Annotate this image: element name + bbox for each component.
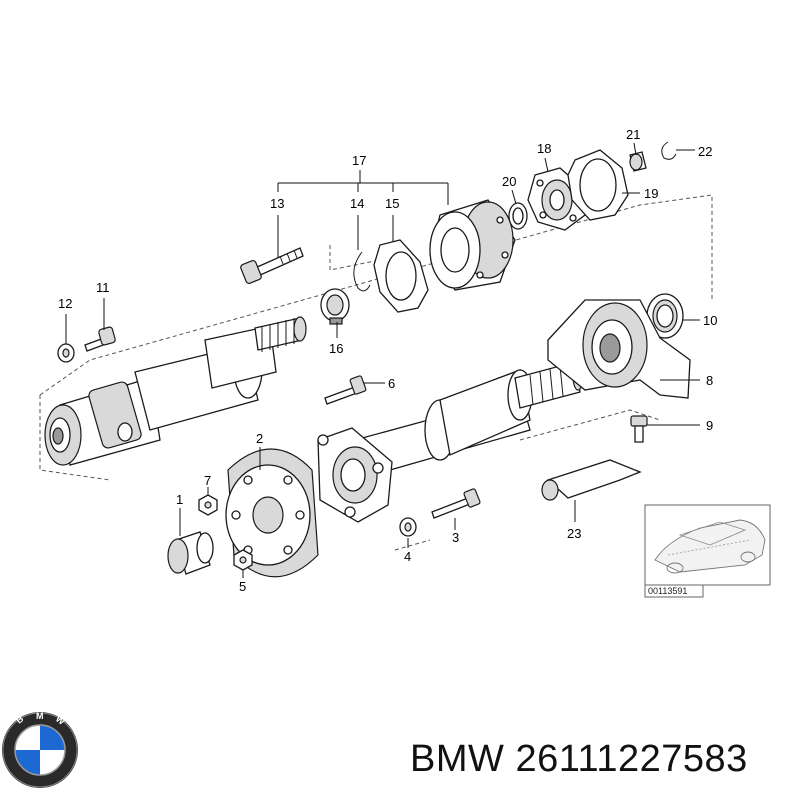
bolt-11 xyxy=(84,326,116,352)
callout-6: 6 xyxy=(388,376,395,391)
callout-4: 4 xyxy=(404,549,411,564)
bolt-6 xyxy=(324,375,367,405)
bmw-logo: B M W xyxy=(2,711,78,788)
washer-12 xyxy=(57,343,75,363)
vehicle-inset: 00113591 xyxy=(644,504,771,598)
flex-disc xyxy=(225,448,319,578)
circlip-14 xyxy=(353,251,371,292)
seal-10 xyxy=(646,293,684,339)
grease-tube-23 xyxy=(541,459,642,501)
brand-name: BMW xyxy=(410,738,505,780)
callout-17: 17 xyxy=(352,153,366,168)
svg-text:M: M xyxy=(36,711,44,721)
callout-22: 22 xyxy=(698,144,712,159)
callout-12: 12 xyxy=(58,296,72,311)
callout-labels: 1 2 3 4 5 6 7 8 9 10 11 12 13 14 15 16 1… xyxy=(58,127,717,594)
callout-14: 14 xyxy=(350,196,364,211)
callout-9: 9 xyxy=(706,418,713,433)
part-number: 26111227583 xyxy=(515,738,748,780)
callout-5: 5 xyxy=(239,579,246,594)
callout-21: 21 xyxy=(626,127,640,142)
front-shaft-section xyxy=(44,316,307,466)
centering-sleeve xyxy=(167,531,214,575)
callout-13: 13 xyxy=(270,196,284,211)
callout-7: 7 xyxy=(204,473,211,488)
svg-text:B: B xyxy=(14,713,26,725)
callout-8: 8 xyxy=(706,373,713,388)
bushing-21 xyxy=(629,151,647,172)
callout-11: 11 xyxy=(96,280,110,295)
bolt-9 xyxy=(630,415,648,443)
washer-4 xyxy=(399,517,417,537)
callout-3: 3 xyxy=(452,530,459,545)
callout-2: 2 xyxy=(256,431,263,446)
callout-18: 18 xyxy=(537,141,551,156)
gasket-19 xyxy=(567,149,629,221)
callout-19: 19 xyxy=(644,186,658,201)
seal-ring-20 xyxy=(508,202,528,230)
callout-20: 20 xyxy=(502,174,516,189)
rear-flange xyxy=(317,427,393,523)
clamp-16 xyxy=(320,288,350,325)
inset-reference-code: 00113591 xyxy=(648,586,687,596)
rear-shaft-section xyxy=(354,361,584,479)
spring-ring-15 xyxy=(373,239,429,313)
nut-5 xyxy=(233,549,253,571)
part-caption: BMW 26111227583 xyxy=(410,738,748,781)
assembly-envelope xyxy=(39,194,713,551)
callout-16: 16 xyxy=(329,341,343,356)
center-bearing-8 xyxy=(547,299,691,399)
bolt-3 xyxy=(431,488,481,519)
callout-1: 1 xyxy=(176,492,183,507)
callout-23: 23 xyxy=(567,526,581,541)
leader-lines xyxy=(65,142,700,578)
bolt-13 xyxy=(240,247,304,284)
callout-15: 15 xyxy=(385,196,399,211)
callout-10: 10 xyxy=(703,313,717,328)
nut-7 xyxy=(198,494,218,516)
joint-housing xyxy=(429,199,516,291)
snap-ring-22 xyxy=(661,141,677,160)
